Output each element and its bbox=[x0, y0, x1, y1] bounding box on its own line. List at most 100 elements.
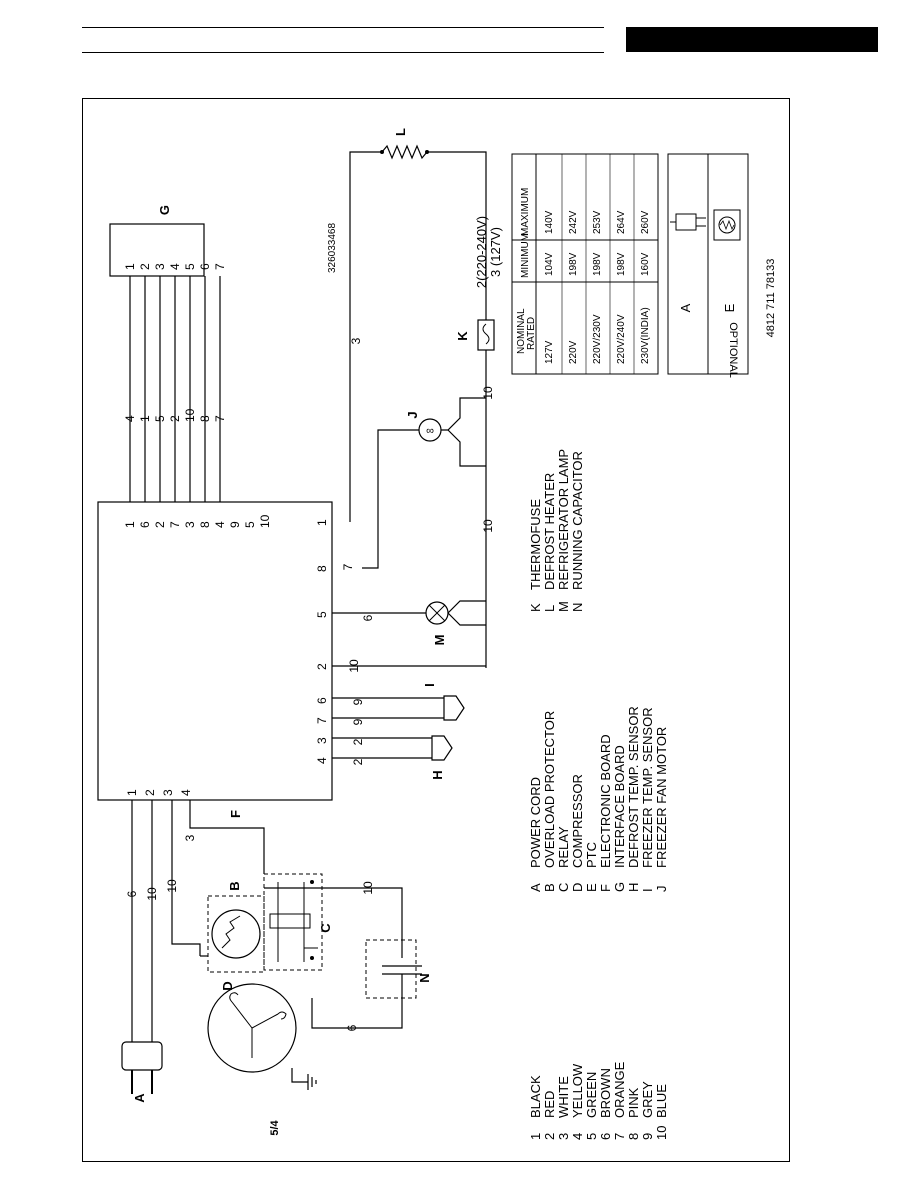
wire-number-cord-a: 6 bbox=[125, 890, 139, 897]
color-code-name: ORANGE bbox=[612, 1061, 627, 1118]
f-bottom-pin-label: 7 bbox=[315, 717, 329, 724]
label-h: H bbox=[430, 770, 445, 779]
color-code-number: 7 bbox=[612, 1133, 627, 1140]
f-bottom-pin-label: 5 bbox=[315, 611, 329, 618]
legend-name: THERMOFUSE bbox=[528, 499, 543, 590]
color-code-number: 2 bbox=[542, 1133, 557, 1140]
color-code-name: GREY bbox=[640, 1081, 655, 1118]
table-cell-maximum: 242V bbox=[568, 210, 579, 234]
wire-number-cap-bottom: 6 bbox=[345, 1024, 359, 1031]
color-code-number: 5 bbox=[584, 1133, 599, 1140]
legend-key: D bbox=[570, 883, 585, 892]
wire-number-lamp-out: 6 bbox=[361, 614, 375, 621]
f-right-pin-label: 8 bbox=[198, 521, 212, 528]
refrigerator-lamp-m: M bbox=[332, 600, 486, 646]
f-top-pin-label: 3 bbox=[161, 789, 175, 796]
legend-name: OVERLOAD PROTECTOR bbox=[542, 711, 557, 868]
wire-number-cord-c: 10 bbox=[165, 879, 179, 893]
wire-number-cord-b: 10 bbox=[145, 887, 159, 901]
color-code-number: 8 bbox=[626, 1133, 641, 1140]
legend-name: RELAY bbox=[556, 826, 571, 868]
label-k: K bbox=[455, 331, 470, 341]
f-right-pin-label: 5 bbox=[243, 521, 257, 528]
f-right-pin-label: 3 bbox=[183, 521, 197, 528]
legend-key: I bbox=[640, 888, 655, 892]
overload-protector-b: B bbox=[171, 800, 265, 973]
optional-label-e: E bbox=[722, 303, 737, 312]
legend-key: J bbox=[654, 886, 669, 893]
header-black-bar bbox=[626, 27, 878, 52]
g-pin-label: 3 bbox=[153, 263, 167, 270]
color-code-name: GREEN bbox=[584, 1072, 599, 1118]
optional-label-a: A bbox=[678, 303, 693, 312]
color-code-name: YELLOW bbox=[570, 1063, 585, 1118]
bus-wire-number: 1 bbox=[138, 415, 152, 422]
label-f: F bbox=[228, 810, 243, 818]
label-c: C bbox=[318, 923, 333, 933]
table-cell-nominal: 230V(INDIA) bbox=[640, 307, 651, 364]
wire-number-sensor-i-1: 9 bbox=[351, 698, 365, 705]
table-cell-minimum: 198V bbox=[592, 252, 603, 276]
f-top-pin-label: 4 bbox=[179, 789, 193, 796]
table-header-minimum: MINIMUM bbox=[520, 233, 531, 278]
color-code-number: 3 bbox=[556, 1133, 571, 1140]
f-right-pin-label: 9 bbox=[228, 521, 242, 528]
legend-name: DEFROST TEMP. SENSOR bbox=[626, 706, 641, 868]
color-code-name: WHITE bbox=[556, 1076, 571, 1118]
power-cord-a: A bbox=[121, 800, 163, 1103]
table-cell-minimum: 160V bbox=[640, 252, 651, 276]
color-code-list: 1BLACK2RED3WHITE4YELLOW5GREEN6BROWN7ORAN… bbox=[528, 1061, 669, 1140]
bus-wire-number: 2 bbox=[168, 415, 182, 422]
table-cell-nominal: 220V bbox=[568, 340, 579, 364]
header-rule-bottom bbox=[82, 52, 604, 53]
bus-wire-number: 4 bbox=[123, 415, 137, 422]
table-cell-nominal: 127V bbox=[544, 340, 555, 364]
table-header-rated: RATED bbox=[526, 317, 537, 350]
diagram-frame bbox=[82, 98, 790, 1162]
label-b: B bbox=[227, 881, 242, 890]
label-m: M bbox=[432, 635, 447, 646]
wire-number-sensor-i-2: 9 bbox=[351, 718, 365, 725]
color-code-name: RED bbox=[542, 1091, 557, 1118]
page-header bbox=[0, 0, 918, 80]
legend-name: COMPRESSOR bbox=[570, 774, 585, 868]
table-cell-minimum: 198V bbox=[616, 252, 627, 276]
legend-key: B bbox=[542, 883, 557, 892]
table-cell-maximum: 260V bbox=[640, 210, 651, 234]
wire-number-thermofuse: 10 bbox=[481, 386, 495, 400]
table-cell-minimum: 198V bbox=[568, 252, 579, 276]
legend-name: REFRIGERATOR LAMP bbox=[556, 449, 571, 590]
table-cell-nominal: 220V/240V bbox=[616, 314, 627, 364]
legend-key: N bbox=[570, 603, 585, 612]
table-cell-maximum: 253V bbox=[592, 210, 603, 234]
color-code-name: PINK bbox=[626, 1087, 641, 1118]
color-code-number: 6 bbox=[598, 1133, 613, 1140]
supply-label-2: 3 (127V) bbox=[488, 227, 503, 277]
g-pin-label: 7 bbox=[213, 263, 227, 270]
f-right-pin-label: 2 bbox=[153, 521, 167, 528]
legend-name: PTC bbox=[584, 842, 599, 868]
legend-name: RUNNING CAPACITOR bbox=[570, 451, 585, 590]
f-top-pin-label: 1 bbox=[125, 789, 139, 796]
table-cell-maximum: 140V bbox=[544, 210, 555, 234]
label-g: G bbox=[157, 205, 172, 215]
compressor-d: D 5/4 bbox=[207, 981, 317, 1136]
wire-number-sensor-h-1: 2 bbox=[351, 738, 365, 745]
optional-box: OPTIONAL A E bbox=[667, 153, 749, 378]
wire-number-lamp-in: 10 bbox=[347, 659, 361, 673]
color-code-number: 4 bbox=[570, 1133, 585, 1140]
g-pin-label: 6 bbox=[198, 263, 212, 270]
defrost-heater-l: L bbox=[349, 128, 487, 522]
legend-key: H bbox=[626, 883, 641, 892]
legend-key: M bbox=[556, 601, 571, 612]
color-code-name: BROWN bbox=[598, 1068, 613, 1118]
drawing-number: 326033468 bbox=[327, 223, 338, 273]
label-ground: 5/4 bbox=[269, 1119, 281, 1135]
